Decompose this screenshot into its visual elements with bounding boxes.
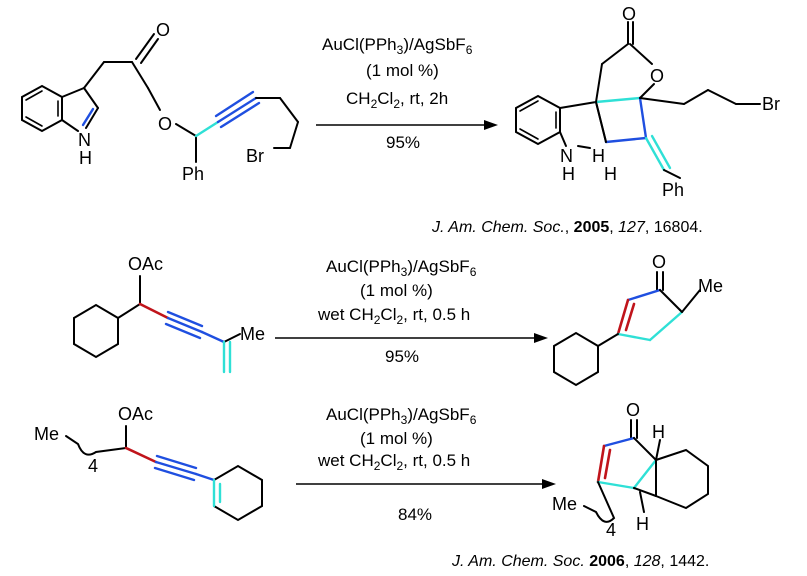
product1-ch-h: H: [592, 146, 605, 166]
reaction1-conditions: AuCl(PPh3)/AgSbF6 (1 mol %) CH2Cl2, rt, …: [322, 35, 473, 152]
r3-prod-me: Me: [552, 494, 577, 514]
r3-prod-o: O: [626, 400, 640, 420]
reaction1-starting-material: N H O O Ph Br: [21, 20, 299, 184]
reaction3-arrow: [296, 479, 556, 489]
r3-sub4: 4: [88, 456, 98, 476]
ester-oxygen: O: [158, 114, 172, 134]
r3-methyl: Me: [34, 424, 59, 444]
indole-nh-h: H: [79, 148, 92, 168]
r3-loading: (1 mol %): [360, 429, 433, 448]
r2-prod-o: O: [652, 252, 666, 272]
r1-loading: (1 mol %): [366, 61, 439, 80]
svg-text:AuCl(PPh3)/AgSbF6: AuCl(PPh3)/AgSbF6: [322, 35, 473, 57]
r1-yield: 95%: [386, 133, 420, 152]
svg-text:CH2Cl2, rt, 2h: CH2Cl2, rt, 2h: [346, 89, 448, 111]
reaction2-conditions: AuCl(PPh3)/AgSbF6 (1 mol %) wet CH2Cl2, …: [317, 257, 477, 366]
ketone-oxygen: O: [156, 20, 170, 40]
r2-prod-me: Me: [698, 276, 723, 296]
product1-nh-h: H: [562, 164, 575, 184]
r2-loading: (1 mol %): [360, 281, 433, 300]
r3-oac: OAc: [118, 404, 153, 424]
indole-nh-n: N: [78, 130, 91, 150]
r3-yield: 84%: [398, 505, 432, 524]
svg-text:AuCl(PPh3)/AgSbF6: AuCl(PPh3)/AgSbF6: [326, 257, 477, 279]
reaction2-product: O Me: [553, 252, 723, 387]
svg-text:wet CH2Cl2, rt, 0.5 h: wet CH2Cl2, rt, 0.5 h: [317, 451, 470, 473]
reference-2006: J. Am. Chem. Soc. 2006, 128, 1442.: [451, 553, 709, 570]
r3-prod-sub4: 4: [606, 520, 616, 540]
phenyl-label: Ph: [182, 164, 204, 184]
product1-bromine: Br: [762, 94, 780, 114]
svg-text:AuCl(PPh3)/AgSbF6: AuCl(PPh3)/AgSbF6: [326, 405, 477, 427]
reaction1-arrow: [316, 120, 498, 130]
r1-reagent: AuCl(PPh: [322, 35, 397, 54]
r3-prod-h2: H: [636, 514, 649, 534]
r2-oac: OAc: [128, 254, 163, 274]
bromine-label: Br: [246, 146, 264, 166]
reaction1-product: N H H H O O Br Ph: [515, 4, 780, 200]
reaction2-arrow: [275, 333, 548, 343]
product1-phenyl: Ph: [662, 180, 684, 200]
product1-carbonyl-o: O: [622, 4, 636, 24]
svg-text:wet CH2Cl2, rt, 0.5 h: wet CH2Cl2, rt, 0.5 h: [317, 305, 470, 327]
product1-nh-n: N: [560, 146, 573, 166]
r2-methyl: Me: [240, 324, 265, 344]
reaction3-starting-material: OAc Me 4: [34, 404, 263, 522]
r2-yield: 95%: [385, 347, 419, 366]
reaction2-starting-material: OAc Me: [73, 254, 265, 374]
product1-ch-h2: H: [604, 164, 617, 184]
reaction3-product: O H H Me 4: [552, 400, 709, 540]
r3-prod-h1: H: [652, 422, 665, 442]
product1-ring-o: O: [650, 66, 664, 86]
reference-2005: J. Am. Chem. Soc., 2005, 127, 16804.: [431, 219, 703, 236]
reaction3-conditions: AuCl(PPh3)/AgSbF6 (1 mol %) wet CH2Cl2, …: [317, 405, 477, 524]
